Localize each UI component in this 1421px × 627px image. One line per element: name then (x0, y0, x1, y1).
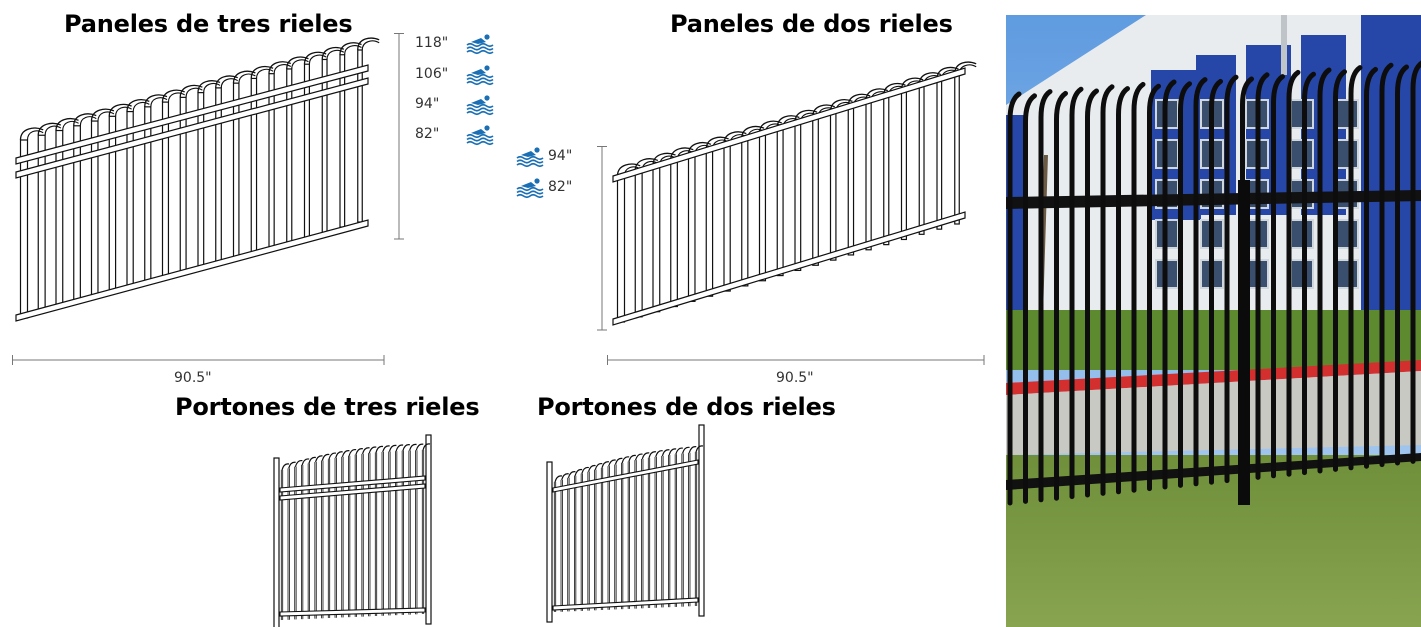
swimmer-waves-icon (515, 177, 545, 199)
three-rail-panels-title: Paneles de tres rieles (64, 10, 353, 38)
fence-photo (1006, 15, 1421, 627)
two-rail-panel-drawing (605, 34, 990, 339)
swimmer-waves-icon (465, 33, 495, 55)
height-value: 94" (548, 148, 573, 164)
height-value: 82" (548, 179, 573, 195)
height-value: 94" (415, 96, 440, 112)
two-rail-gates-title: Portones de dos rieles (537, 393, 836, 421)
three-rail-height-dimension-line (394, 33, 404, 241)
swimmer-waves-icon (465, 124, 495, 146)
height-option-94: 94" (415, 94, 495, 116)
two-rail-width-value: 90.5" (776, 370, 814, 386)
three-rail-panel-drawing (8, 30, 393, 335)
two-rail-height-dimension-line (597, 146, 607, 332)
three-rail-gates-title: Portones de tres rieles (175, 393, 480, 421)
two-rail-gate-drawing (543, 422, 708, 623)
height-option-118: 118" (415, 33, 495, 55)
two-rail-panels-title: Paneles de dos rieles (670, 10, 953, 38)
height-value: 118" (415, 35, 449, 51)
swimmer-waves-icon (465, 94, 495, 116)
height-option-94-two-rail: 94" (515, 146, 573, 168)
three-rail-gate-drawing (270, 430, 435, 627)
three-rail-width-dimension-line (12, 355, 385, 365)
height-value: 82" (415, 126, 440, 142)
swimmer-waves-icon (465, 64, 495, 86)
three-rail-width-value: 90.5" (174, 370, 212, 386)
height-value: 106" (415, 66, 449, 82)
height-option-82-two-rail: 82" (515, 177, 573, 199)
two-rail-width-dimension-line (607, 355, 985, 365)
swimmer-waves-icon (515, 146, 545, 168)
height-option-106: 106" (415, 64, 495, 86)
height-option-82: 82" (415, 124, 495, 146)
